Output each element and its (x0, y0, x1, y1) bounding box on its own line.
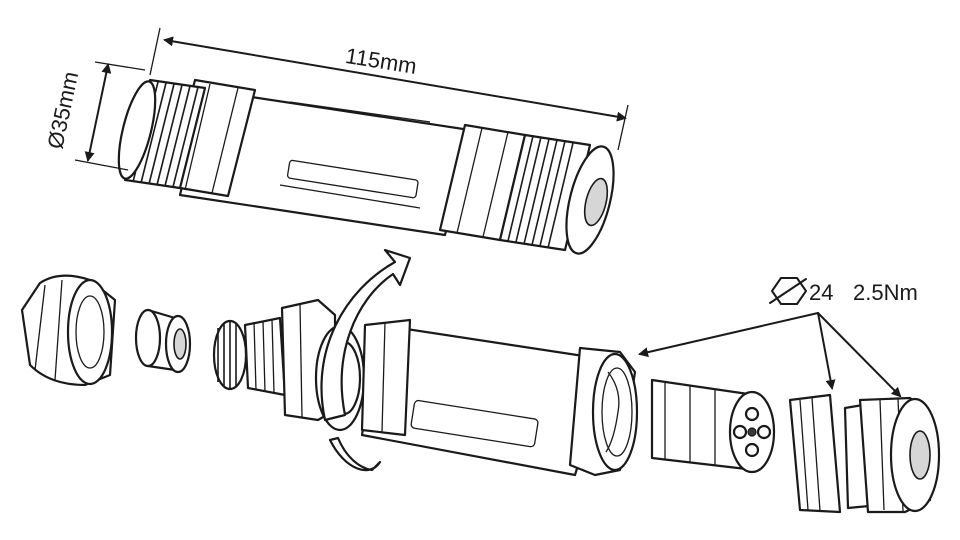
main-housing (360, 318, 639, 477)
right-cap-knurl (507, 135, 574, 249)
seal-ring (134, 308, 192, 374)
hexagon-wrench-icon (771, 277, 807, 305)
terminal-insert (650, 378, 776, 474)
torque-spec: 24 2.5Nm (769, 277, 918, 305)
cap-nut (20, 274, 117, 387)
rotate-arrow-icon (320, 248, 412, 472)
diameter-label: Ø35mm (42, 69, 83, 151)
callout-arrows (638, 312, 902, 398)
length-label: 115mm (344, 43, 419, 79)
hex-size-label: 24 (809, 280, 833, 305)
torque-label: 2.5Nm (853, 280, 918, 305)
right-gland (788, 393, 941, 514)
